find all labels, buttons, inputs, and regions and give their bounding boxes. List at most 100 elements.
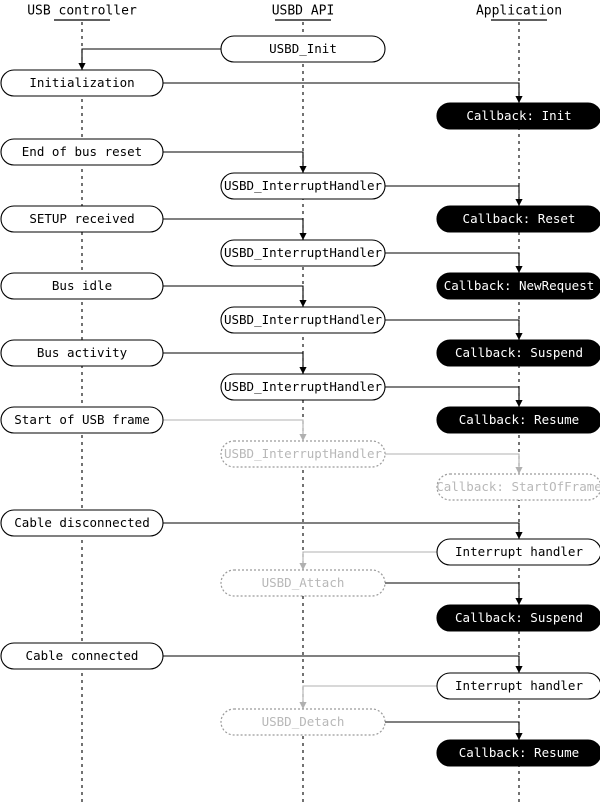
connections-layer bbox=[78, 48, 523, 740]
node-shape bbox=[0, 406, 164, 434]
node-cb-init[interactable]: Callback: Init bbox=[436, 102, 600, 130]
node-label: USBD_InterruptHandler bbox=[224, 245, 383, 260]
node-bus-idle[interactable]: Bus idle bbox=[0, 272, 164, 300]
connection-ih-5-to-cb-startofframe bbox=[385, 453, 523, 474]
node-label: Callback: Resume bbox=[459, 745, 579, 760]
connection-start-of-frame-to-ih-5 bbox=[163, 419, 307, 441]
arrow-head-icon bbox=[299, 300, 307, 307]
connection-ih-1-to-cb-reset bbox=[385, 185, 523, 206]
node-shape bbox=[436, 205, 600, 233]
connection-line bbox=[163, 218, 304, 240]
connection-line bbox=[163, 522, 520, 539]
node-label: Start of USB frame bbox=[14, 412, 149, 427]
arrow-head-icon bbox=[299, 434, 307, 441]
node-setup-received[interactable]: SETUP received bbox=[0, 205, 164, 233]
connection-ih-4-to-cb-resume-1 bbox=[385, 386, 523, 407]
node-shape bbox=[220, 708, 386, 736]
node-cb-suspend-2[interactable]: Callback: Suspend bbox=[436, 604, 600, 632]
arrow-head-icon bbox=[515, 199, 523, 206]
node-label: Callback: Reset bbox=[463, 211, 576, 226]
connection-line bbox=[163, 285, 304, 307]
node-shape bbox=[0, 642, 164, 670]
node-label: Interrupt handler bbox=[455, 678, 583, 693]
node-label: Callback: Init bbox=[466, 108, 571, 123]
arrow-head-icon bbox=[299, 702, 307, 709]
connection-bus-activity-to-ih-4 bbox=[163, 352, 307, 374]
node-ih-3[interactable]: USBD_InterruptHandler bbox=[220, 306, 386, 334]
node-end-of-bus-reset[interactable]: End of bus reset bbox=[0, 138, 164, 166]
node-shape bbox=[436, 672, 600, 700]
node-cb-newrequest[interactable]: Callback: NewRequest bbox=[436, 272, 600, 300]
node-shape bbox=[0, 339, 164, 367]
node-cb-suspend-1[interactable]: Callback: Suspend bbox=[436, 339, 600, 367]
node-shape bbox=[0, 205, 164, 233]
connection-line bbox=[385, 453, 520, 474]
node-usbd-attach[interactable]: USBD_Attach bbox=[220, 569, 386, 597]
node-label: SETUP received bbox=[29, 211, 134, 226]
node-usbd-init[interactable]: USBD_Init bbox=[220, 35, 386, 63]
node-shape bbox=[220, 440, 386, 468]
column-header-application: Application bbox=[476, 4, 562, 19]
node-label: USBD_Detach bbox=[262, 714, 345, 729]
node-label: Bus idle bbox=[52, 278, 112, 293]
connection-setup-received-to-ih-2 bbox=[163, 218, 307, 240]
node-label: Cable connected bbox=[26, 648, 139, 663]
arrow-head-icon bbox=[515, 467, 523, 474]
node-label: Callback: Suspend bbox=[455, 345, 583, 360]
connection-line bbox=[163, 655, 520, 673]
connection-line bbox=[81, 48, 221, 70]
node-irq-handler-1[interactable]: Interrupt handler bbox=[436, 538, 600, 566]
connection-usbd-detach-to-cb-resume-2 bbox=[385, 721, 523, 740]
connection-line bbox=[385, 386, 520, 407]
connection-initialization-to-cb-init bbox=[163, 82, 523, 103]
node-shape bbox=[436, 604, 600, 632]
node-label: USBD_InterruptHandler bbox=[224, 379, 383, 394]
node-shape bbox=[436, 739, 600, 767]
node-shape bbox=[220, 373, 386, 401]
connection-line bbox=[385, 185, 520, 206]
node-cb-startofframe[interactable]: Callback: StartOfFrame bbox=[436, 473, 600, 501]
node-usbd-detach[interactable]: USBD_Detach bbox=[220, 708, 386, 736]
node-label: Bus activity bbox=[37, 345, 128, 360]
node-cable-connected[interactable]: Cable connected bbox=[0, 642, 164, 670]
node-shape bbox=[220, 35, 386, 63]
node-label: USBD_Init bbox=[269, 41, 337, 56]
node-irq-handler-2[interactable]: Interrupt handler bbox=[436, 672, 600, 700]
node-shape bbox=[0, 509, 164, 537]
arrow-head-icon bbox=[299, 563, 307, 570]
node-cable-disconnected[interactable]: Cable disconnected bbox=[0, 509, 164, 537]
node-cb-resume-2[interactable]: Callback: Resume bbox=[436, 739, 600, 767]
arrow-head-icon bbox=[299, 367, 307, 374]
connection-line bbox=[163, 419, 304, 441]
arrow-head-icon bbox=[78, 63, 86, 70]
node-shape bbox=[220, 172, 386, 200]
node-start-of-frame[interactable]: Start of USB frame bbox=[0, 406, 164, 434]
connection-end-of-bus-reset-to-ih-1 bbox=[163, 151, 307, 173]
node-cb-resume-1[interactable]: Callback: Resume bbox=[436, 406, 600, 434]
connection-line bbox=[163, 151, 304, 173]
connection-irq-handler-1-to-usbd-attach bbox=[299, 551, 437, 570]
arrow-head-icon bbox=[515, 598, 523, 605]
arrow-head-icon bbox=[515, 266, 523, 273]
node-ih-2[interactable]: USBD_InterruptHandler bbox=[220, 239, 386, 267]
connection-bus-idle-to-ih-3 bbox=[163, 285, 307, 307]
arrow-head-icon bbox=[299, 233, 307, 240]
connection-line bbox=[302, 551, 437, 570]
node-label: End of bus reset bbox=[22, 144, 142, 159]
arrow-head-icon bbox=[515, 400, 523, 407]
arrow-head-icon bbox=[299, 166, 307, 173]
node-ih-4[interactable]: USBD_InterruptHandler bbox=[220, 373, 386, 401]
arrow-head-icon bbox=[515, 733, 523, 740]
node-label: USBD_InterruptHandler bbox=[224, 446, 383, 461]
node-initialization[interactable]: Initialization bbox=[0, 69, 164, 97]
node-shape bbox=[436, 339, 600, 367]
node-shape bbox=[220, 569, 386, 597]
node-ih-5[interactable]: USBD_InterruptHandler bbox=[220, 440, 386, 468]
node-bus-activity[interactable]: Bus activity bbox=[0, 339, 164, 367]
node-ih-1[interactable]: USBD_InterruptHandler bbox=[220, 172, 386, 200]
node-cb-reset[interactable]: Callback: Reset bbox=[436, 205, 600, 233]
